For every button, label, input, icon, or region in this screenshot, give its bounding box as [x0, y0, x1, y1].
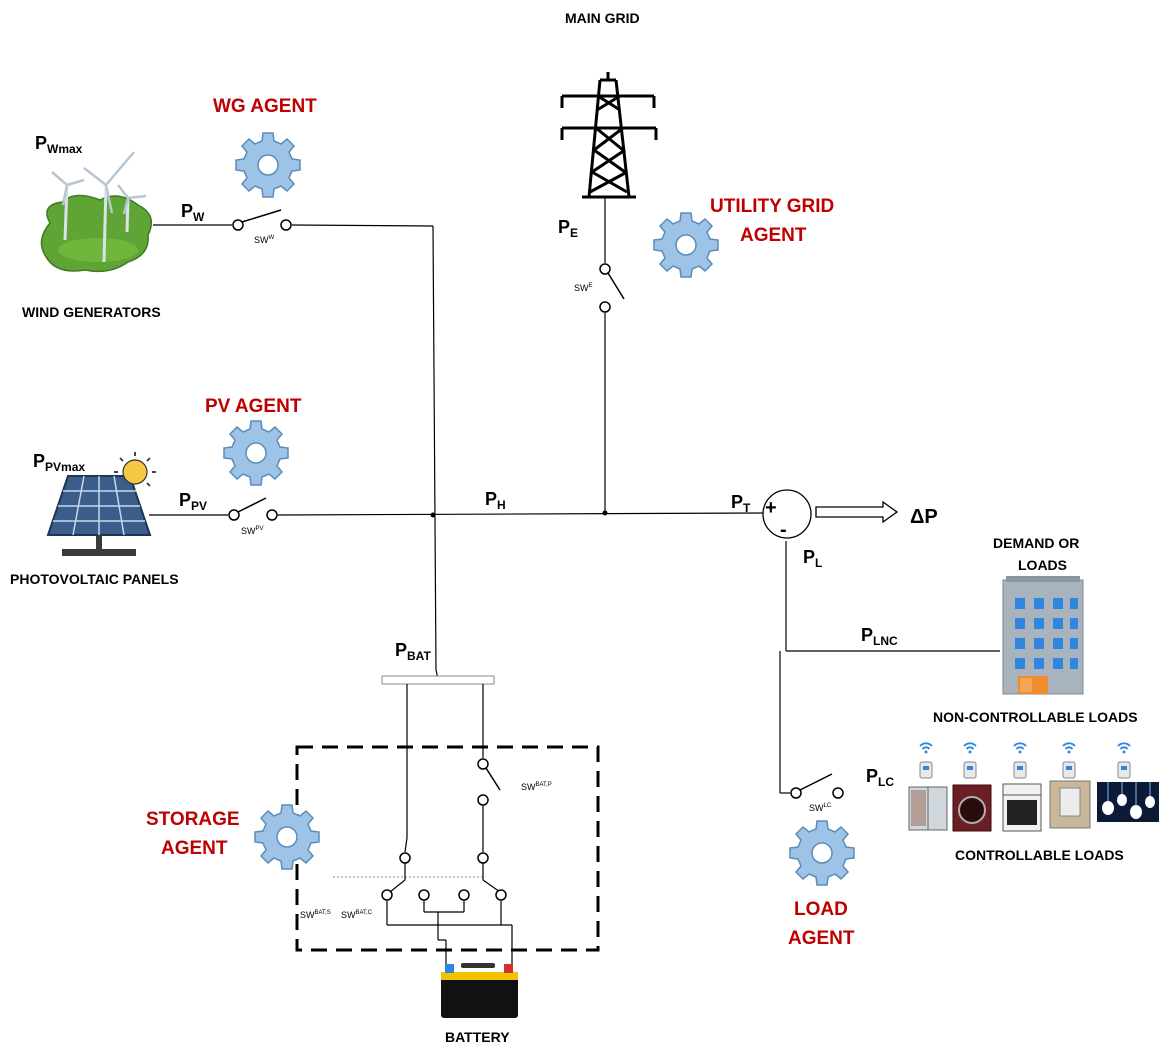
sw-lc-label: SWLC: [809, 803, 832, 813]
stove-icon: [1002, 783, 1042, 832]
photovoltaic-panels-label: PHOTOVOLTAIC PANELS: [10, 571, 179, 587]
sw-e-label: SWE: [574, 283, 593, 293]
p-l-label: PL: [803, 547, 822, 570]
storage-agent-label-line1: STORAGE: [146, 809, 240, 830]
smart-plug-icon: [919, 761, 933, 779]
wifi-icon: [1062, 742, 1076, 755]
source-labels: WIND GENERATORS PHOTOVOLTAIC PANELS BATT…: [10, 304, 1138, 1045]
storage-wiring: [333, 684, 513, 965]
battery-bus-bar: [381, 675, 495, 685]
wg-agent-label: WG AGENT: [213, 96, 317, 117]
pv-agent-gear-icon: [223, 420, 289, 486]
switch-pv: [228, 497, 278, 521]
wind-generators-label: WIND GENERATORS: [22, 304, 161, 320]
load-agent-label-line2: AGENT: [788, 928, 855, 949]
p-wmax-label: PWmax: [35, 133, 83, 156]
wiring: [149, 197, 1000, 794]
wifi-icon: [1013, 742, 1027, 755]
p-bat-label: PBAT: [395, 640, 431, 663]
refrigerator-icon: [908, 786, 948, 831]
building-icon: [1002, 576, 1084, 695]
bus-junction: [602, 510, 608, 516]
p-pvmax-label: PPVmax: [33, 451, 85, 474]
transmission-tower-icon: [560, 72, 658, 199]
p-h-label: PH: [485, 489, 506, 512]
wg-agent-gear-icon: [235, 132, 301, 198]
utility-agent-gear-icon: [653, 212, 719, 278]
switch-w: [232, 209, 292, 231]
sw-bat-c-label: SWBAT,C: [341, 910, 373, 920]
storage-agent-label-line2: AGENT: [161, 838, 228, 859]
load-agent-gear-icon: [789, 820, 855, 886]
wifi-icon: [963, 742, 977, 755]
wifi-icon: [1117, 742, 1131, 755]
utility-agent-label-line1: UTILITY GRID: [710, 196, 834, 217]
smart-plug-icon: [963, 761, 977, 779]
utility-agent-label-line2: AGENT: [740, 225, 807, 246]
battery-icon: [441, 963, 518, 1018]
sw-w-label: SWW: [254, 235, 275, 245]
p-lc-label: PLC: [866, 766, 894, 789]
demand-label-line2: LOADS: [1018, 557, 1067, 573]
light-bulb-icon: [1097, 782, 1159, 822]
p-w-label: PW: [181, 201, 205, 224]
sun-icon: [114, 452, 156, 487]
storage-agent-gear-icon: [254, 804, 320, 870]
p-e-label: PE: [558, 217, 578, 240]
battery-switch-terminals: [381, 852, 507, 901]
sw-pv-label: SWPV: [241, 526, 264, 536]
sw-bat-p-label: SWBAT,P: [521, 782, 552, 792]
smart-plug-icon: [1117, 761, 1131, 779]
bus-junction: [430, 512, 436, 518]
sw-bat-s-label: SWBAT,S: [300, 910, 331, 920]
power-labels: PWmax PW PE PPVmax PPV PH PT PL PLNC PBA…: [33, 133, 938, 789]
switch-labels: SWW SWE SWPV SWLC SWBAT,P SWBAT,S SWBAT,…: [241, 235, 832, 920]
water-heater-icon: [1049, 780, 1091, 829]
agent-labels: WG AGENT UTILITY GRID AGENT PV AGENT STO…: [146, 96, 855, 949]
delta-arrow: [815, 500, 899, 524]
solar-panel-icon: [46, 475, 152, 556]
controllable-loads-label: CONTROLLABLE LOADS: [955, 847, 1124, 863]
washing-machine-icon: [952, 784, 992, 832]
wind-turbine-icon: [40, 151, 153, 273]
switch-lc: [790, 773, 844, 799]
wifi-icon: [919, 742, 933, 755]
main-grid-title: MAIN GRID: [565, 10, 640, 26]
switch-bat-p: [477, 758, 501, 806]
switch-e: [599, 263, 625, 313]
pv-agent-label: PV AGENT: [205, 396, 302, 417]
minus-sign: -: [780, 519, 787, 541]
plus-sign: +: [765, 497, 777, 519]
p-t-label: PT: [731, 492, 751, 515]
summing-junction: + -: [762, 489, 812, 541]
load-agent-label-line1: LOAD: [794, 899, 848, 920]
noncontrollable-loads-label: NON-CONTROLLABLE LOADS: [933, 709, 1138, 725]
battery-label: BATTERY: [445, 1029, 510, 1045]
smart-plug-icon: [1062, 761, 1076, 779]
p-lnc-label: PLNC: [861, 625, 898, 648]
delta-p-label: ΔP: [910, 506, 938, 528]
smart-plug-icon: [1013, 761, 1027, 779]
p-pv-label: PPV: [179, 490, 207, 513]
demand-label-line1: DEMAND OR: [993, 535, 1079, 551]
